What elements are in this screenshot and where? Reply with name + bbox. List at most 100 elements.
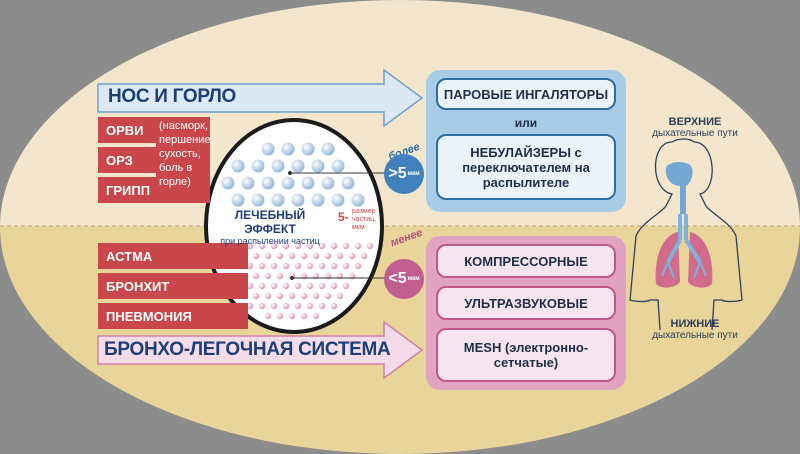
pink-particle	[258, 302, 266, 310]
pink-particle	[246, 242, 254, 250]
pink-particle	[360, 252, 368, 260]
disease-bronhit: БРОНХИТ	[106, 278, 170, 294]
blue-particle	[231, 159, 245, 173]
blue-particle	[311, 159, 325, 173]
pink-particle	[264, 272, 272, 280]
pink-particle	[330, 302, 338, 310]
pink-particle	[336, 252, 344, 260]
upper-airways-sub: дыхательные пути	[652, 128, 738, 139]
disease-orvi: ОРВИ	[106, 122, 144, 138]
pink-particle	[306, 282, 314, 290]
pink-particle	[306, 302, 314, 310]
blue-particle	[321, 142, 335, 156]
blue-particle	[341, 176, 355, 190]
pink-particle	[312, 312, 320, 320]
pink-particle	[258, 282, 266, 290]
size-note: размер частиц, мкм	[352, 208, 377, 231]
badge-upper-value: >5	[388, 165, 407, 182]
blue-particle	[291, 193, 305, 207]
pink-particle	[294, 262, 302, 270]
upper-banner: НОС И ГОРЛО	[108, 86, 237, 107]
pink-particle	[318, 242, 326, 250]
pink-particle	[258, 262, 266, 270]
symptoms-text: (насморк, першение, сухость, боль в горл…	[159, 120, 214, 188]
pink-particle	[246, 262, 254, 270]
symptoms-panel	[156, 117, 210, 203]
device-compressor: КОМПРЕССОРНЫЕ	[436, 244, 616, 278]
effect-label: ЛЕЧЕБНЫЙ ЭФФЕКТ при распылении частиц	[210, 208, 330, 246]
effect-title: ЛЕЧЕБНЫЙ ЭФФЕКТ	[234, 208, 306, 236]
pink-particle	[294, 242, 302, 250]
pink-particle	[264, 312, 272, 320]
pink-particle	[348, 252, 356, 260]
pink-particle	[294, 302, 302, 310]
pink-particle	[312, 252, 320, 260]
upper-arrow	[97, 68, 424, 128]
blue-particle	[281, 176, 295, 190]
pink-particle	[258, 242, 266, 250]
pink-particle	[330, 262, 338, 270]
disease-gripp: ГРИПП	[106, 182, 151, 198]
disease-pnevmoniya: ПНЕВМОНИЯ	[106, 308, 192, 324]
blue-particle	[251, 159, 265, 173]
pink-particle	[306, 242, 314, 250]
pink-particle	[282, 242, 290, 250]
lower-arrow	[97, 320, 424, 380]
pink-particle	[282, 302, 290, 310]
device-mesh: MESH (электронно-сетчатые)	[436, 328, 616, 382]
lower-banner: БРОНХО-ЛЕГОЧНАЯ СИСТЕМА	[104, 339, 391, 360]
pink-particle	[288, 252, 296, 260]
blue-particle	[311, 193, 325, 207]
pink-particle	[342, 242, 350, 250]
blue-particle	[331, 159, 345, 173]
pink-particle	[252, 252, 260, 260]
pink-particle	[252, 292, 260, 300]
pink-particle	[276, 272, 284, 280]
blue-particle	[351, 193, 365, 207]
pink-particle	[264, 252, 272, 260]
pink-particle	[276, 312, 284, 320]
blue-particle	[261, 142, 275, 156]
disease-astma: АСТМА	[106, 248, 153, 264]
lower-airways-label: НИЖНИЕ дыхательные пути	[640, 318, 750, 342]
pink-particle	[306, 262, 314, 270]
size-number: 5-	[338, 210, 349, 224]
device-nebulizers: НЕБУЛАЙЗЕРЫ с переключателем на распылит…	[436, 134, 616, 200]
blue-particle	[231, 193, 245, 207]
pink-particle	[264, 292, 272, 300]
blue-particle	[251, 193, 265, 207]
upper-airways-title: ВЕРХНИЕ	[668, 116, 722, 128]
pink-particle	[294, 282, 302, 290]
blue-particle	[221, 176, 235, 190]
human-figure	[629, 138, 743, 331]
pink-particle	[300, 312, 308, 320]
pink-particle	[366, 242, 374, 250]
disease-tab-pnevmoniya	[98, 303, 248, 329]
pink-particle	[354, 262, 362, 270]
upper-airways-label: ВЕРХНИЕ дыхательные пути	[640, 116, 750, 140]
pink-particle	[270, 282, 278, 290]
pink-particle	[276, 292, 284, 300]
device-steam-inhalers: ПАРОВЫЕ ИНГАЛЯТОРЫ	[436, 78, 616, 110]
airways-upper-fill	[665, 162, 693, 214]
pink-particle	[246, 282, 254, 290]
pink-particle	[288, 312, 296, 320]
pink-particle	[342, 282, 350, 290]
pink-particle	[318, 262, 326, 270]
pink-particle	[336, 292, 344, 300]
disease-tab-bronhit	[98, 273, 248, 299]
pink-particle	[312, 292, 320, 300]
pink-particle	[324, 292, 332, 300]
blue-particle	[281, 142, 295, 156]
blue-particle	[261, 176, 275, 190]
blue-particle	[271, 193, 285, 207]
pink-particle	[252, 272, 260, 280]
pink-particle	[288, 292, 296, 300]
badge-upper-unit: мкм	[407, 171, 420, 177]
disease-orz: ОРЗ	[106, 152, 133, 168]
pink-particle	[270, 262, 278, 270]
pink-particle	[270, 242, 278, 250]
pink-particle	[354, 242, 362, 250]
